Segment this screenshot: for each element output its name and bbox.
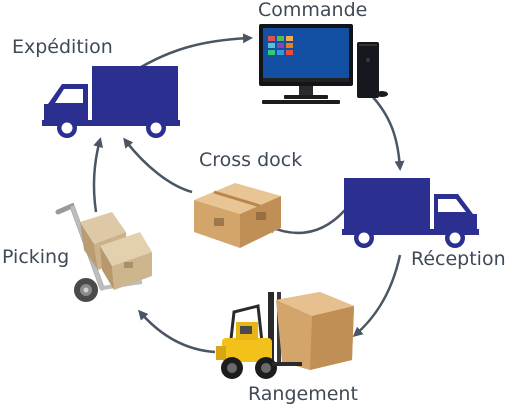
forklift-icon xyxy=(216,292,354,379)
arrow-picking-to-expedition xyxy=(92,137,103,213)
reception-truck-icon xyxy=(342,178,479,248)
desktop-computer-icon xyxy=(259,24,388,104)
label-rangement: Rangement xyxy=(248,383,358,405)
hand-truck-icon xyxy=(55,202,152,302)
cross-dock-box-icon xyxy=(194,183,281,248)
label-commande: Commande xyxy=(258,0,368,21)
expedition-truck-icon xyxy=(42,66,180,138)
label-expedition: Expédition xyxy=(12,36,113,58)
arrow-cross-dock-to-expedition xyxy=(123,137,193,194)
arrow-rangement-to-picking xyxy=(138,309,216,354)
arrow-commande-to-reception xyxy=(371,95,405,171)
label-cross-dock: Cross dock xyxy=(199,149,303,171)
cycle-arrows xyxy=(92,33,405,354)
arrow-reception-to-rangement xyxy=(352,254,402,337)
label-picking: Picking xyxy=(2,246,70,268)
label-reception: Réception xyxy=(411,248,506,270)
